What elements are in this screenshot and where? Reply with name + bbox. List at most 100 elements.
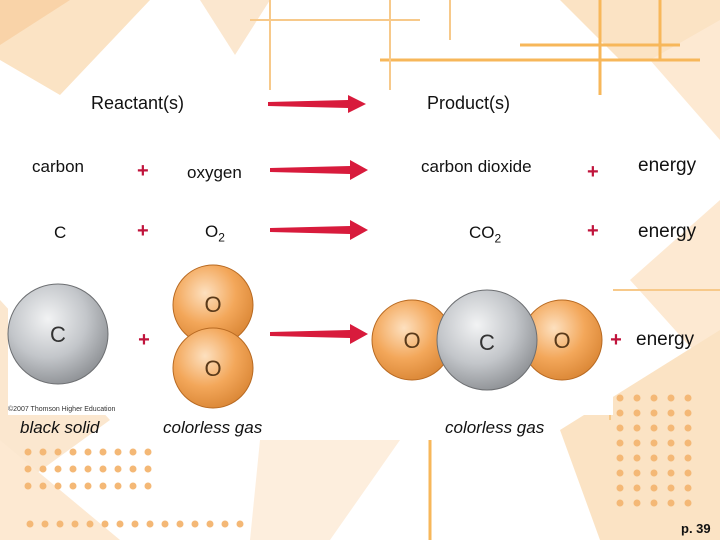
decorative-dot: [633, 394, 641, 402]
decorative-dot: [633, 424, 641, 432]
decorative-dot: [667, 499, 675, 507]
decorative-dot: [69, 482, 77, 490]
header-arrow-icon: [268, 95, 366, 113]
decorative-dot: [114, 448, 122, 456]
decorative-dot: [99, 482, 107, 490]
decorative-dot: [24, 448, 32, 456]
products-header: Product(s): [427, 93, 511, 113]
decorative-dot: [667, 409, 675, 417]
decorative-dot: [650, 409, 658, 417]
molecule-models: C + O O O C O + energy: [7, 264, 695, 409]
decorative-dot: [84, 465, 92, 473]
decorative-dot: [161, 520, 169, 528]
oxygen-atom-label: O: [403, 328, 420, 353]
decorative-dot: [69, 465, 77, 473]
decorative-dot: [633, 439, 641, 447]
decorative-dot: [129, 482, 137, 490]
carbon-dioxide-formula: CO2: [469, 223, 502, 246]
decorative-dot: [144, 448, 152, 456]
decorative-dot: [650, 499, 658, 507]
decorative-dot: [616, 469, 624, 477]
decorative-dot: [650, 454, 658, 462]
decorative-dot: [114, 465, 122, 473]
oxygen-atom-label: O: [553, 328, 570, 353]
carbon-dioxide-description: colorless gas: [445, 418, 545, 437]
decorative-dot: [616, 439, 624, 447]
decorative-dot: [146, 520, 154, 528]
decorative-dot: [54, 465, 62, 473]
decorative-dot: [650, 439, 658, 447]
decorative-dot: [41, 520, 49, 528]
decorative-dot: [191, 520, 199, 528]
decorative-dot: [667, 424, 675, 432]
decorative-dot: [684, 394, 692, 402]
decorative-dot: [684, 424, 692, 432]
decorative-dot: [71, 520, 79, 528]
carbon-description: black solid: [20, 418, 100, 437]
decorative-dot: [633, 409, 641, 417]
copyright-credit: ©2007 Thomson Higher Education: [8, 406, 116, 413]
plus-sign: +: [138, 329, 150, 351]
decorative-dot: [131, 520, 139, 528]
decorative-dot: [633, 454, 641, 462]
decorative-dot: [176, 520, 184, 528]
decorative-dot: [86, 520, 94, 528]
decorative-dot: [616, 499, 624, 507]
oxygen-atom-label: O: [204, 356, 221, 381]
decorative-dot: [99, 465, 107, 473]
decorative-dot: [221, 520, 229, 528]
decorative-dot: [144, 482, 152, 490]
decorative-dot: [129, 465, 137, 473]
carbon-dioxide-word: carbon dioxide: [421, 157, 532, 176]
decorative-dot: [39, 465, 47, 473]
decorative-dot: [667, 394, 675, 402]
decorative-dot: [39, 482, 47, 490]
reaction-arrow-icon: [270, 220, 368, 240]
decorative-dot: [84, 448, 92, 456]
oxygen-atom-label: O: [204, 292, 221, 317]
decorative-dot: [236, 520, 244, 528]
plus-sign: +: [587, 161, 599, 183]
plus-sign: +: [137, 220, 149, 242]
decorative-dot: [684, 454, 692, 462]
decorative-dot: [24, 482, 32, 490]
decorative-dot: [39, 448, 47, 456]
decorative-dot: [84, 482, 92, 490]
decorative-dot: [650, 484, 658, 492]
decorative-dot: [633, 499, 641, 507]
decorative-dot: [633, 469, 641, 477]
decorative-dot: [667, 484, 675, 492]
decorative-dot: [616, 409, 624, 417]
oxygen-description: colorless gas: [163, 418, 263, 437]
plus-sign: +: [587, 220, 599, 242]
decorative-dot: [650, 394, 658, 402]
reactants-header: Reactant(s): [91, 93, 185, 113]
energy-word: energy: [638, 221, 697, 242]
decorative-dot: [667, 439, 675, 447]
reaction-arrow-icon: [270, 160, 368, 180]
carbon-word: carbon: [32, 157, 84, 176]
plus-sign: +: [610, 329, 622, 351]
decorative-dot: [54, 448, 62, 456]
decorative-dot: [206, 520, 214, 528]
decorative-dot: [684, 409, 692, 417]
carbon-symbol: C: [54, 223, 67, 242]
decorative-dot: [24, 465, 32, 473]
decorative-dot: [26, 520, 34, 528]
decorative-dot: [69, 448, 77, 456]
decorative-dot: [684, 439, 692, 447]
carbon-atom-label: C: [479, 330, 495, 355]
decorative-dot: [684, 499, 692, 507]
decorative-dot: [116, 520, 124, 528]
decorative-dot: [667, 454, 675, 462]
decorative-dot: [101, 520, 109, 528]
carbon-atom-model: C: [7, 283, 109, 385]
reaction-arrow-icon: [270, 324, 368, 344]
decorative-dot: [616, 454, 624, 462]
decorative-dot: [616, 484, 624, 492]
decorative-dot: [633, 484, 641, 492]
oxygen-molecule-model: O O: [172, 264, 254, 409]
decorative-dot: [114, 482, 122, 490]
decorative-dot: [129, 448, 137, 456]
energy-word: energy: [636, 329, 695, 350]
